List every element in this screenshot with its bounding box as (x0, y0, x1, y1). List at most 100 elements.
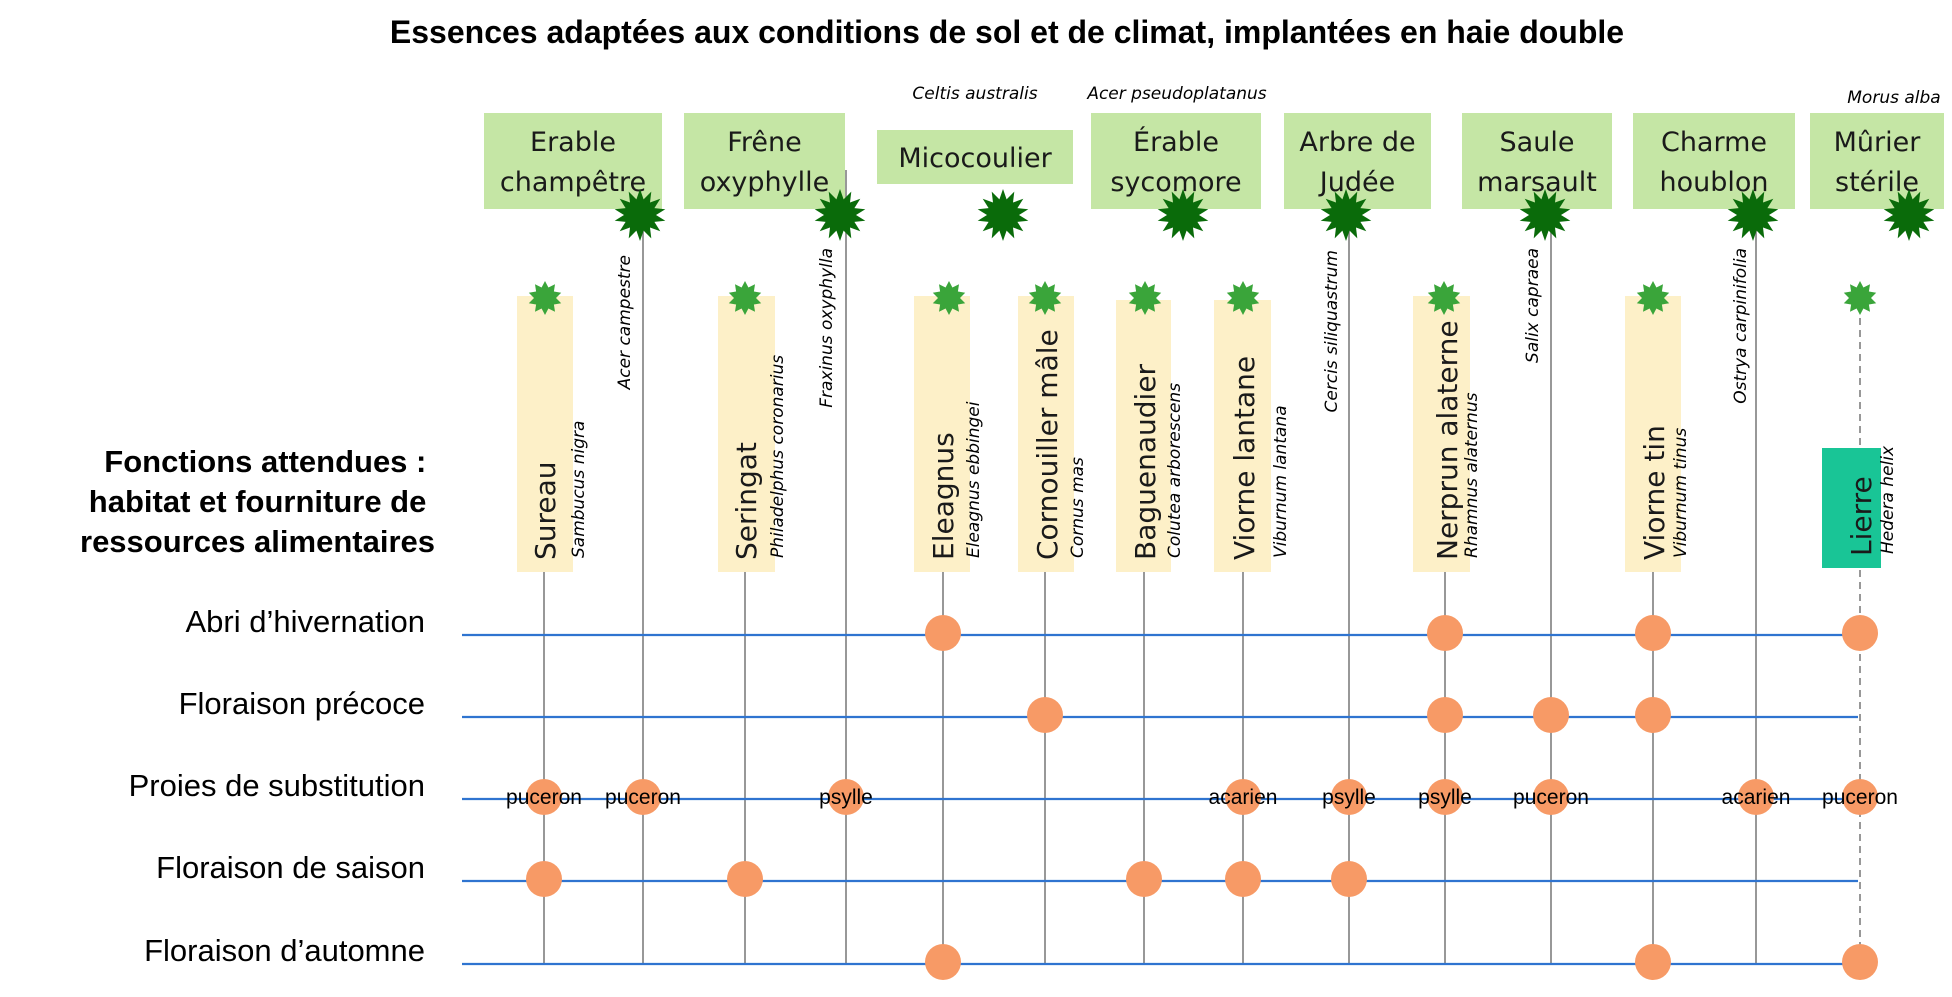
tree-name-line: marsault (1477, 167, 1597, 198)
function-dot-proies (1842, 779, 1878, 815)
function-dot-label: psylle (1322, 786, 1376, 809)
shrub-latin-name: Philadelphus coronarius (768, 355, 788, 558)
function-dot-label: puceron (506, 786, 582, 809)
diagram-title: Essences adaptées aux conditions de sol … (390, 14, 1624, 50)
tree-name-line: stérile (1835, 167, 1919, 198)
tree-name-line: Érable (1133, 126, 1219, 158)
functions-heading-line-2: habitat et fourniture de (89, 484, 427, 519)
function-dot-label: puceron (1513, 786, 1589, 809)
tree-latin-name: Acer campestre (615, 255, 635, 390)
function-dot-saison (526, 861, 562, 897)
shrub-latin-name: Viburnum lantana (1271, 405, 1291, 558)
tree-label-box (1462, 113, 1612, 209)
function-dot-proies (1533, 779, 1569, 815)
function-dot-label: psylle (819, 786, 873, 809)
tree-label-box (484, 113, 662, 209)
row-label-precoce: Floraison précoce (179, 686, 425, 721)
function-dot-precoce (1427, 697, 1463, 733)
tree-canopy-star (614, 189, 666, 241)
tree-canopy-star (977, 189, 1029, 241)
tree-latin-name: Acer pseudoplatanus (1086, 84, 1266, 104)
function-dot-abri (925, 615, 961, 651)
shrub-name: Sureau (529, 461, 562, 560)
shrub-star (728, 281, 762, 315)
tree-canopy-star (1320, 189, 1372, 241)
tree-name-line: Arbre de (1299, 127, 1415, 158)
shrub-name: Viorne tin (1638, 425, 1671, 560)
shrub-star (1843, 281, 1877, 315)
shrub-name: Viorne lantane (1228, 356, 1261, 560)
row-label-abri: Abri d’hivernation (185, 604, 425, 639)
shrub-star (1128, 281, 1162, 315)
tree-latin-name: Cercis siliquastrum (1322, 250, 1342, 413)
shrub-label-box (718, 296, 775, 572)
function-dot-precoce (1635, 697, 1671, 733)
shrub-latin-name: Cornus mas (1068, 457, 1088, 558)
shrub-name: Eleagnus (927, 432, 960, 560)
shrub-latin-name: Sambucus nigra (569, 421, 589, 558)
tree-label-box (1810, 113, 1944, 209)
shrub-star (1028, 281, 1062, 315)
shrub-star (528, 281, 562, 315)
row-label-proies: Proies de substitution (129, 768, 425, 803)
function-dot-label: acarien (1722, 786, 1791, 809)
function-dot-abri (1427, 615, 1463, 651)
tree-name-line: champêtre (500, 167, 646, 198)
tree-label-box (1091, 113, 1261, 209)
tree-canopy-star (1519, 189, 1571, 241)
function-dot-proies (526, 779, 562, 815)
tree-name-line: Saule (1500, 127, 1575, 158)
shrub-name: Baguenaudier (1129, 363, 1162, 560)
function-dot-proies (1427, 779, 1463, 815)
function-dot-label: acarien (1209, 786, 1278, 809)
function-dot-proies (625, 779, 661, 815)
tree-canopy-star (1883, 189, 1935, 241)
function-dot-saison (727, 861, 763, 897)
function-dot-automne (925, 944, 961, 980)
tree-latin-name: Celtis australis (912, 84, 1037, 104)
function-dot-label: puceron (605, 786, 681, 809)
shrub-label-box (1625, 296, 1681, 572)
shrub-name: Seringat (730, 442, 763, 560)
shrub-label-box (1116, 300, 1171, 572)
tree-canopy-star (814, 189, 866, 241)
shrub-latin-name: Colutea arborescens (1165, 383, 1185, 558)
tree-name: Micocoulier (898, 143, 1052, 174)
tree-label-box (1284, 113, 1431, 209)
tree-name-line: Mûrier (1834, 127, 1922, 158)
row-label-saison: Floraison de saison (156, 850, 425, 885)
shrub-label-box (914, 296, 970, 572)
tree-latin-name: Morus alba (1847, 88, 1940, 108)
functions-heading: Fonctions attendues : habitat et fournit… (80, 444, 435, 559)
function-dot-proies (1331, 779, 1367, 815)
tree-name-line: oxyphylle (700, 167, 830, 198)
tree-name-line: Charme (1661, 127, 1767, 158)
shrub-label-box (517, 296, 573, 572)
function-dot-label: psylle (1418, 786, 1472, 809)
function-markers: puceron psylle psylle puceron acarien puceron… (506, 615, 1898, 980)
canopy-stars (528, 189, 1935, 315)
shrub-label-box (1214, 300, 1271, 572)
tree-latin-name: Salix capraea (1523, 248, 1543, 363)
tree-label-box (877, 130, 1073, 184)
shrub-latin-name: Rhamnus alaternus (1462, 392, 1482, 558)
shrub-name: Nerprun alaterne (1431, 320, 1464, 560)
function-dot-proies (1738, 779, 1774, 815)
shrub-name: Cornouiller mâle (1031, 329, 1064, 560)
function-dot-saison (1331, 861, 1367, 897)
shrub-star (1226, 281, 1260, 315)
shrub-label-box (1018, 296, 1074, 572)
ivy-label-box (1822, 448, 1881, 568)
shrub-latin-name: Hedera helix (1878, 445, 1898, 554)
function-dot-proies (1225, 779, 1261, 815)
tree-name-line: Frêne (727, 127, 801, 158)
function-dot-saison (1225, 861, 1261, 897)
functions-heading-line-3: ressources alimentaires (80, 524, 435, 559)
function-dot-abri (1842, 615, 1878, 651)
function-dot-saison (1126, 861, 1162, 897)
function-dot-automne (1635, 944, 1671, 980)
function-dot-automne (1842, 944, 1878, 980)
functions-heading-line-1: Fonctions attendues : (104, 444, 426, 479)
